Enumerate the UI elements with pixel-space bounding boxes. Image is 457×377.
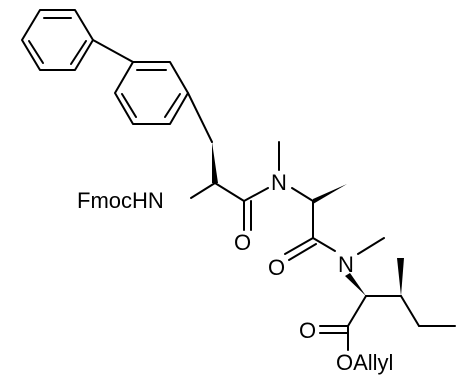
phenylene-ring	[114, 61, 189, 125]
amide2-co-bond-b	[288, 243, 317, 261]
phenylene-ring-outline	[114, 61, 189, 125]
amide1-oxygen-label: O	[234, 230, 251, 255]
alpha1-carbonyl-bond	[214, 182, 245, 202]
benzyl-bond-1	[187, 92, 213, 143]
o-allyl-label: OAllyl	[336, 350, 393, 375]
phenylene-double-bond-2	[164, 93, 181, 118]
phenylene-double-bond-3	[121, 93, 137, 118]
phenyl-ring-outline	[21, 9, 94, 71]
alpha1-nh-bond	[190, 182, 216, 199]
n2-methyl-bond	[357, 237, 385, 255]
beta-methyl-wedge	[397, 258, 404, 296]
fmoc-hn-label: FmocHN	[77, 188, 164, 213]
n1-alpha2-bond	[291, 187, 314, 202]
biaryl-bond	[92, 39, 134, 63]
beta-gamma-bond	[400, 295, 420, 327]
ester-oxygen-label: O	[299, 318, 316, 343]
phenyl-double-bond-3	[28, 40, 44, 64]
phenyl-ring-terminal	[21, 9, 94, 71]
nitrogen-2-label: N	[338, 252, 354, 277]
alpha-carbon-3-wedge	[345, 273, 366, 296]
amide1-cn-bond	[243, 187, 269, 202]
amide2-co-bond-a	[284, 237, 314, 255]
alpha3-ester-bond	[347, 295, 367, 327]
amide2-oxygen-label: O	[268, 255, 285, 280]
nitrogen-1-label: N	[271, 170, 287, 195]
alpha-carbon-2-wedge	[313, 184, 347, 204]
phenyl-double-bond-2	[70, 40, 87, 65]
alpha-carbon-1-wedge	[212, 142, 218, 183]
amide2-cn-bond	[312, 237, 336, 252]
